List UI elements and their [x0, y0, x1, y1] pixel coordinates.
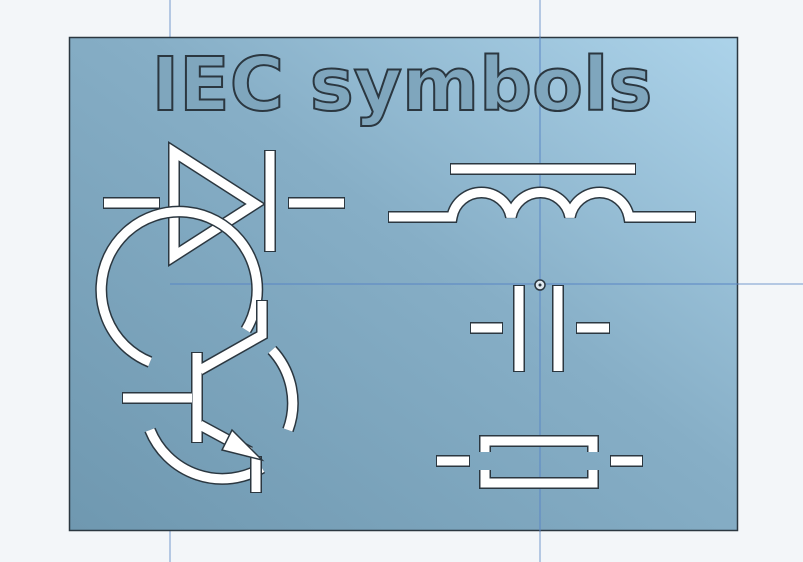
transistor-icon — [95, 205, 299, 493]
resistor-icon — [436, 435, 643, 489]
capacitor-icon — [470, 285, 610, 372]
engraved-title: IEC symbols — [152, 42, 653, 128]
inductor-icon — [388, 163, 696, 223]
diode-icon — [103, 141, 345, 267]
origin-dot — [538, 283, 542, 287]
